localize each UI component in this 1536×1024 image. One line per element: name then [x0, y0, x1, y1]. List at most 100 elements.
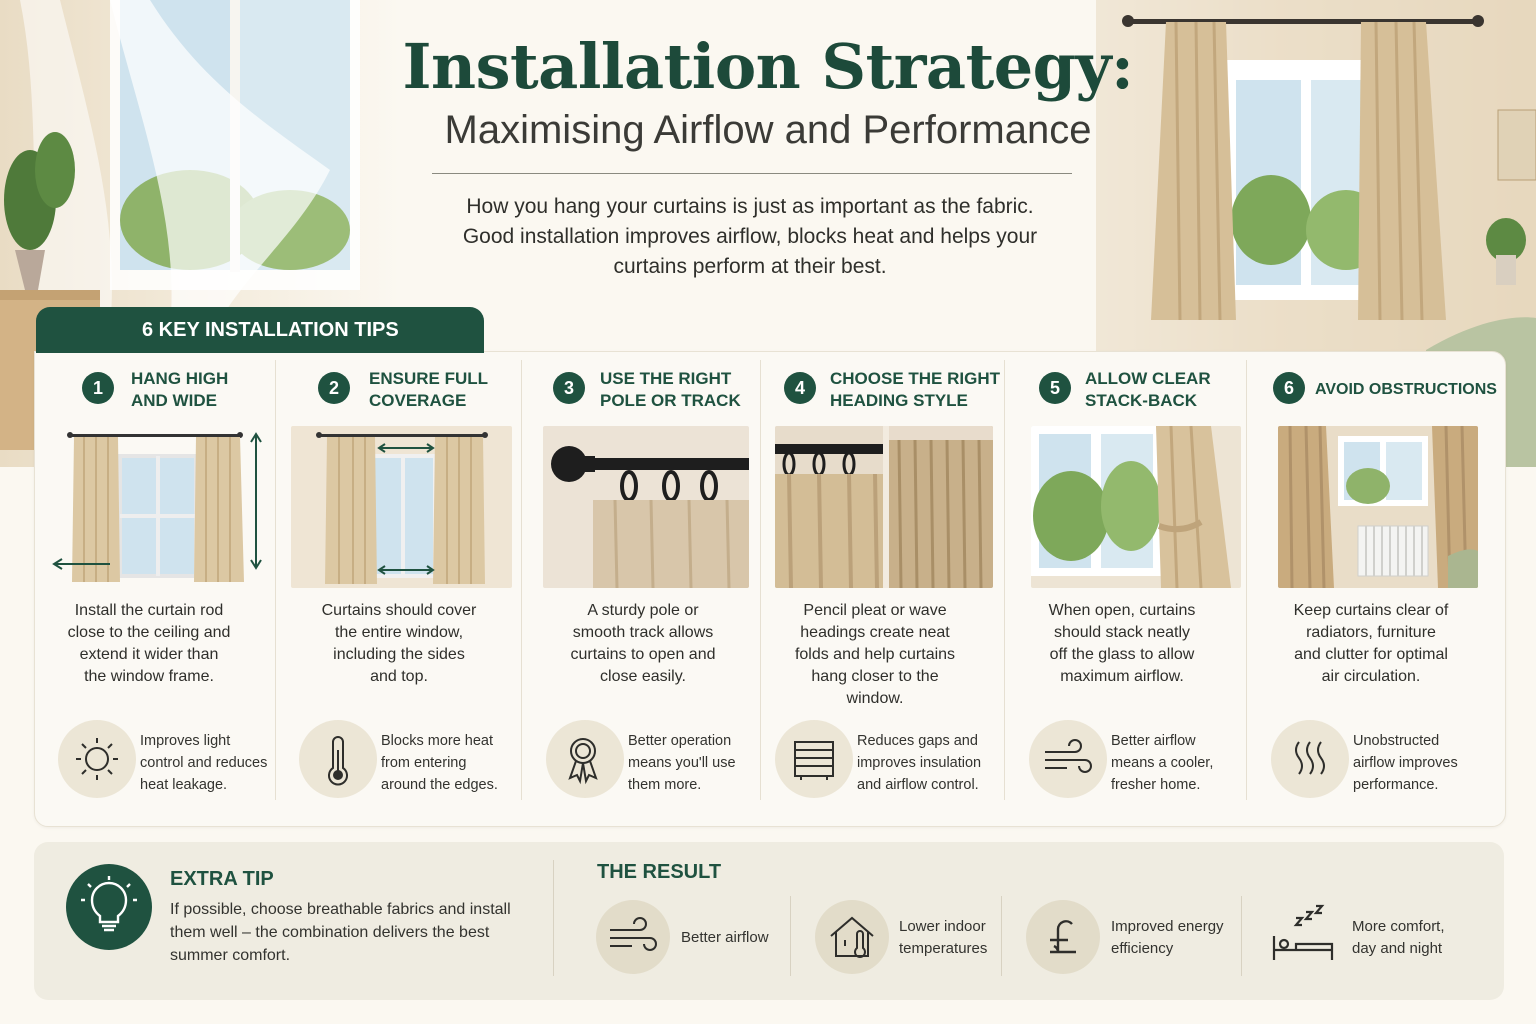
stack-back-photo	[1031, 426, 1241, 588]
thermometer-icon	[299, 720, 377, 798]
tip-benefit: Reduces gaps and improves insulation and…	[857, 730, 981, 796]
tip-title-line: COVERAGE	[369, 391, 467, 410]
desc-line: A sturdy pole or	[587, 602, 699, 619]
result-line: day and night	[1352, 940, 1443, 957]
tip-description: When open, curtains should stack neatly …	[1013, 600, 1231, 688]
benefit-line: Better operation	[628, 733, 732, 749]
radiator-photo	[1278, 426, 1478, 588]
desc-line: When open, curtains	[1048, 602, 1196, 619]
desc-line: close to the ceiling and	[67, 624, 231, 641]
tip-description: Pencil pleat or wave headings create nea…	[766, 600, 984, 710]
house-thermometer-icon	[815, 900, 889, 974]
benefit-line: fresher home.	[1111, 777, 1201, 793]
pound-icon	[1026, 900, 1100, 974]
desc-line: Install the curtain rod	[74, 602, 224, 619]
result-divider	[790, 896, 791, 976]
result-divider	[1241, 896, 1242, 976]
title-divider	[432, 173, 1072, 174]
intro-text: How you hang your curtains is just as im…	[420, 192, 1080, 282]
page-title: Installation Strategy:	[402, 30, 1134, 103]
result-line: Better airflow	[681, 929, 769, 946]
tip-title: CHOOSE THE RIGHT HEADING STYLE	[830, 368, 1000, 412]
benefit-line: means you'll use	[628, 755, 736, 771]
tip-title: HANG HIGH AND WIDE	[131, 368, 228, 412]
desc-line: and top.	[370, 668, 428, 685]
tip-title-line: CHOOSE THE RIGHT	[830, 369, 1001, 388]
rosette-icon	[546, 720, 624, 798]
sleep-icon	[1266, 904, 1340, 964]
desc-line: close easily.	[600, 668, 686, 685]
tip-number: 3	[553, 372, 585, 404]
tip-number: 5	[1039, 372, 1071, 404]
tip-number: 6	[1273, 372, 1305, 404]
desc-line: Pencil pleat or wave	[803, 602, 947, 619]
desc-line: hang closer to the	[811, 668, 939, 685]
benefit-line: around the edges.	[381, 777, 498, 793]
benefit-line: and airflow control.	[857, 777, 979, 793]
result-title: THE RESULT	[597, 861, 722, 883]
benefit-line: them more.	[628, 777, 702, 793]
tip-title: ALLOW CLEAR STACK-BACK	[1085, 368, 1211, 412]
benefit-line: Blocks more heat	[381, 733, 494, 749]
tip-benefit: Better operation means you'll use them m…	[628, 730, 736, 796]
desc-line: window.	[846, 690, 904, 707]
extra-tip-title: EXTRA TIP	[170, 868, 274, 890]
blind-icon	[775, 720, 853, 798]
tips-panel	[34, 351, 1506, 827]
result-line: More comfort,	[1352, 918, 1445, 935]
lightbulb-icon	[66, 864, 152, 950]
card-divider	[1246, 360, 1247, 800]
result-item: Lower indoor temperatures	[899, 916, 987, 960]
left-room-photo	[0, 0, 400, 467]
intro-line: How you hang your curtains is just as im…	[466, 195, 1034, 218]
benefit-line: means a cooler,	[1111, 755, 1214, 771]
desc-line: and clutter for optimal	[1294, 646, 1448, 663]
tip-benefit: Better airflow means a cooler, fresher h…	[1111, 730, 1213, 796]
tip-title-line: HEADING STYLE	[830, 391, 968, 410]
desc-line: off the glass to allow	[1049, 646, 1195, 663]
benefit-line: Better airflow	[1111, 733, 1196, 749]
tip-title-line: ENSURE FULL	[369, 369, 488, 388]
tip-title: USE THE RIGHT POLE OR TRACK	[600, 368, 741, 412]
tips-tab: 6 KEY INSTALLATION TIPS	[36, 307, 484, 353]
wind-icon	[1029, 720, 1107, 798]
benefit-line: heat leakage.	[140, 777, 228, 793]
result-item: Better airflow	[681, 927, 769, 949]
tip-number: 4	[784, 372, 816, 404]
benefit-line: airflow improves	[1353, 755, 1458, 771]
result-line: Lower indoor	[899, 918, 986, 935]
curtain-pole-photo	[543, 426, 749, 588]
tip-number: 1	[82, 372, 114, 404]
intro-line: curtains perform at their best.	[613, 255, 887, 278]
sun-icon	[58, 720, 136, 798]
intro-line: Good installation improves airflow, bloc…	[462, 225, 1038, 248]
tip-description: Curtains should cover the entire window,…	[290, 600, 508, 688]
benefit-line: Reduces gaps and	[857, 733, 978, 749]
card-divider	[275, 360, 276, 800]
tip-description: A sturdy pole or smooth track allows cur…	[534, 600, 752, 688]
tip-title-line: ALLOW CLEAR	[1085, 369, 1211, 388]
tip-description: Install the curtain rod close to the cei…	[40, 600, 258, 688]
desc-line: maximum airflow.	[1060, 668, 1184, 685]
tip-benefit: Blocks more heat from entering around th…	[381, 730, 498, 796]
tip-title-line: HANG HIGH	[131, 369, 229, 388]
tip-description: Keep curtains clear of radiators, furnit…	[1262, 600, 1480, 688]
tip-number: 2	[318, 372, 350, 404]
benefit-line: Improves light	[140, 733, 231, 749]
bottom-panel	[34, 842, 1504, 1000]
card-divider	[1004, 360, 1005, 800]
desc-line: air circulation.	[1321, 668, 1421, 685]
tip-title-line: POLE OR TRACK	[600, 391, 741, 410]
result-line: efficiency	[1111, 940, 1174, 957]
card-divider	[521, 360, 522, 800]
desc-line: curtains to open and	[570, 646, 716, 663]
heat-waves-icon	[1271, 720, 1349, 798]
desc-line: radiators, furniture	[1306, 624, 1436, 641]
extra-tip-text: If possible, choose breathable fabrics a…	[170, 901, 511, 964]
page-subtitle: Maximising Airflow and Performance	[444, 108, 1092, 152]
desc-line: Curtains should cover	[321, 602, 477, 619]
hang-high-illustration	[50, 426, 270, 588]
full-coverage-illustration	[291, 426, 512, 588]
desc-line: the entire window,	[334, 624, 464, 641]
result-item: More comfort, day and night	[1352, 916, 1445, 960]
